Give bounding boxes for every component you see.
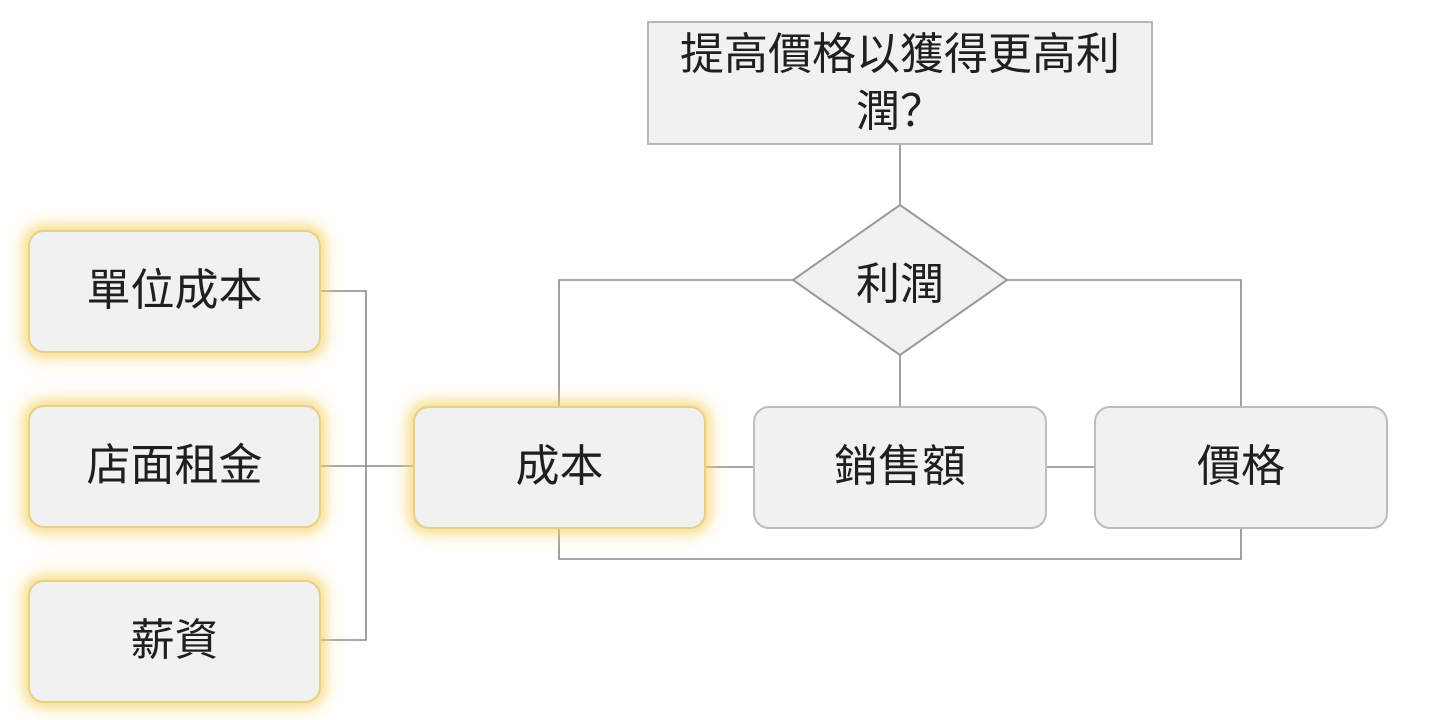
node-cost: 成本 xyxy=(413,406,706,529)
decision-text: 利潤 xyxy=(856,259,944,310)
connector-decision-to-cost xyxy=(558,279,793,406)
node-unit-cost: 單位成本 xyxy=(28,230,321,353)
node-sales: 銷售額 xyxy=(753,406,1047,529)
node-store-rent: 店面租金 xyxy=(28,405,321,528)
node-unit-cost-label: 單位成本 xyxy=(86,265,263,317)
node-salary: 薪資 xyxy=(28,580,321,703)
decision-label: 利潤 xyxy=(794,206,1006,354)
node-cost-label: 成本 xyxy=(515,441,604,493)
connector-decision-to-price xyxy=(1007,279,1242,406)
node-salary-label: 薪資 xyxy=(130,615,219,667)
node-price-label: 價格 xyxy=(1197,441,1285,493)
question-text: 提高價格以獲得更高利潤？ xyxy=(680,28,1120,137)
node-sales-label: 銷售額 xyxy=(834,441,966,493)
question-box: 提高價格以獲得更高利潤？ xyxy=(647,21,1153,145)
connector-cost-to-price-bottom xyxy=(558,529,1242,560)
node-store-rent-label: 店面租金 xyxy=(86,440,263,492)
node-price: 價格 xyxy=(1094,406,1388,529)
